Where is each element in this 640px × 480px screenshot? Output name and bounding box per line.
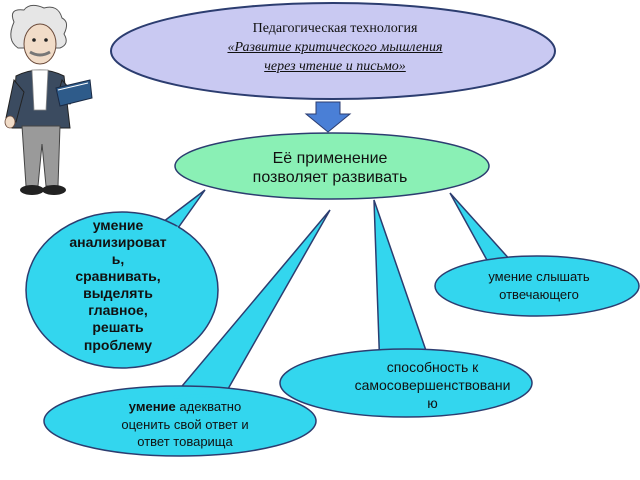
bubble-self-text: способность к самосовершенствовани ю [320,358,545,413]
bubble-analyze [25,211,219,369]
bubble-evaluate [43,385,317,457]
evaluate-bold: умение [128,399,176,414]
center-ellipse [174,132,490,200]
center-line-1: Её применение [272,150,388,167]
einstein-reading-figure [4,4,93,195]
down-arrow-icon [304,101,352,133]
analyze-line: главное, [88,302,148,319]
center-line-2: позволяет развивать [252,169,408,187]
listen-line: умение слышать [488,269,590,284]
bubble-listen-text: умение слышать отвечающего [444,268,634,303]
title-line-2: «Развитие критического мышления [227,39,443,55]
bubble-analyze-text: умение анализироват ь, сравнивать, выдел… [48,217,188,354]
center-text: Её применение позволяет развивать [200,149,460,187]
bubble-evaluate-text: умение адекватно оценить свой ответ и от… [80,398,290,451]
evaluate-rest: адекватно [175,399,242,414]
title-line-1: Педагогическая технология [252,21,418,36]
analyze-line: ь, [111,251,125,268]
analyze-line: анализироват [69,234,167,251]
bubble-listen [434,255,640,317]
listen-line: отвечающего [499,286,579,302]
evaluate-line-1: умение адекватно [80,398,290,416]
bubble-self [279,348,533,418]
evaluate-line-3: ответ товарища [137,434,233,450]
analyze-line: умение [92,217,144,233]
title-line-3: через чтение и письмо» [264,58,406,74]
evaluate-line-2: оценить свой ответ и [121,416,249,432]
analyze-line: сравнивать, [75,268,161,285]
title-ellipse [110,2,556,100]
title-text: Педагогическая технология «Развитие крит… [165,20,505,77]
self-line: самосовершенствовани [354,377,511,394]
analyze-line: выделять [83,285,153,302]
analyze-line: решать [92,319,144,336]
self-line: ю [427,395,438,412]
self-line: способность к [386,359,479,375]
analyze-line: проблему [83,336,153,353]
